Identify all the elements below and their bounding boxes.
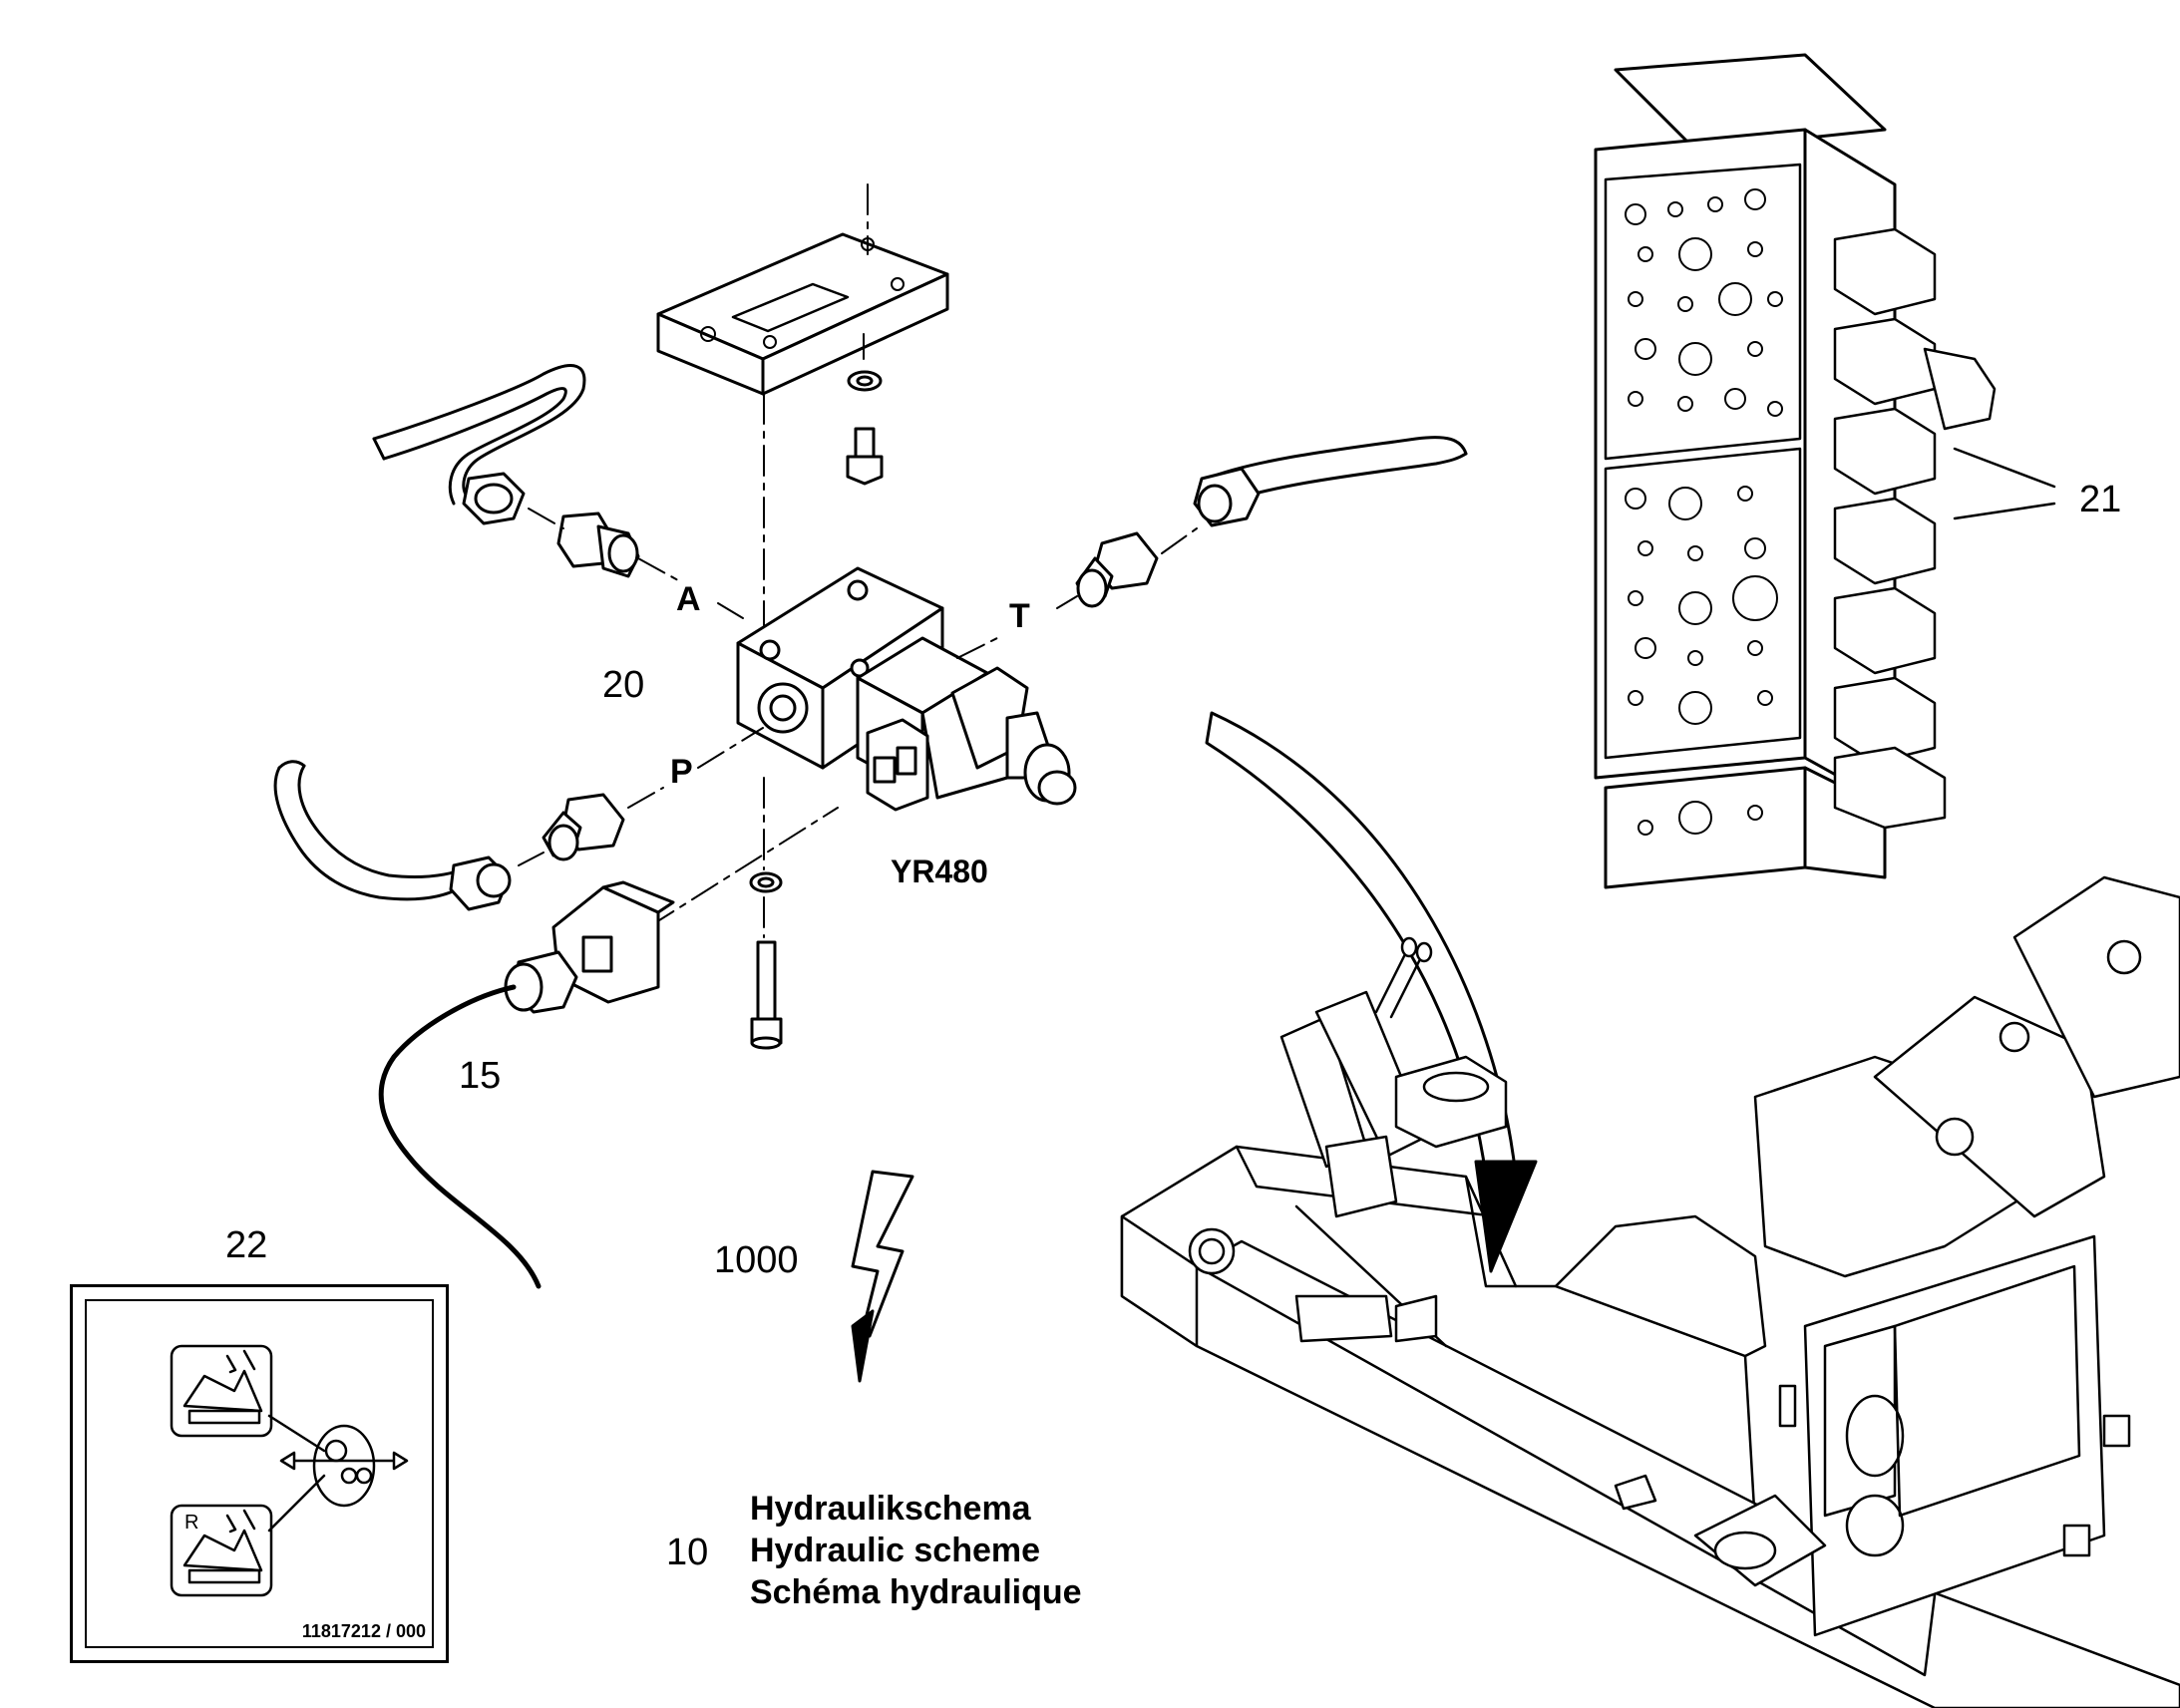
- hose-t: [1205, 436, 1468, 506]
- adapter-a: [556, 512, 640, 578]
- line-p: [518, 727, 839, 928]
- line-a: [528, 508, 744, 619]
- port-t-label: T: [1009, 597, 1030, 635]
- hose-t-nut: [1193, 467, 1261, 527]
- screw-top: [846, 427, 884, 486]
- leader-21: [1953, 447, 2056, 520]
- bolt-long: [750, 940, 783, 1050]
- scheme-title-en: Hydraulic scheme: [750, 1532, 1041, 1569]
- callout-21: 21: [2079, 479, 2122, 520]
- label-icon-bottom-letter: R: [184, 1512, 199, 1534]
- plate-centerline: [763, 183, 869, 639]
- hose-p-nut: [449, 855, 512, 911]
- hose-a: [372, 364, 586, 506]
- callout-10: 10: [666, 1532, 709, 1573]
- port-a-label: A: [676, 580, 701, 618]
- hose-p: [273, 760, 471, 901]
- line-t: [956, 527, 1198, 659]
- label-icon-top: [170, 1344, 273, 1438]
- cable-15: [378, 984, 542, 1289]
- callout-1000: 1000: [714, 1239, 799, 1281]
- scheme-title-block: Hydraulikschema Hydraulic scheme Schéma …: [750, 1488, 1082, 1613]
- upper-frame: [1120, 875, 2180, 1708]
- label-plate-inner-border: [85, 1299, 434, 1648]
- port-p-label: P: [670, 753, 693, 791]
- label-plate-code: 11817212 / 000: [301, 1621, 426, 1641]
- valve-designation: YR480: [891, 854, 988, 889]
- lightning-symbol: [851, 1170, 914, 1383]
- adapter-t: [1075, 531, 1159, 608]
- label-knob: [267, 1414, 409, 1533]
- adapter-p: [542, 793, 625, 861]
- connector-plug: [504, 880, 675, 1014]
- label-icon-bottom: [170, 1504, 273, 1597]
- washer-bottom: [749, 871, 783, 893]
- callout-15: 15: [459, 1055, 502, 1097]
- scheme-title-de: Hydraulikschema: [750, 1490, 1031, 1528]
- washer-top: [847, 370, 883, 392]
- valve-block: [736, 566, 1077, 812]
- hose-a-nut: [462, 472, 526, 525]
- mounting-plate: [656, 232, 949, 396]
- label-plate: R 11817212 / 000: [70, 1284, 449, 1663]
- scheme-title-fr: Schéma hydraulique: [750, 1573, 1082, 1611]
- control-valve-block: [1594, 53, 1997, 889]
- callout-22: 22: [225, 1224, 268, 1266]
- callout-20: 20: [602, 664, 645, 706]
